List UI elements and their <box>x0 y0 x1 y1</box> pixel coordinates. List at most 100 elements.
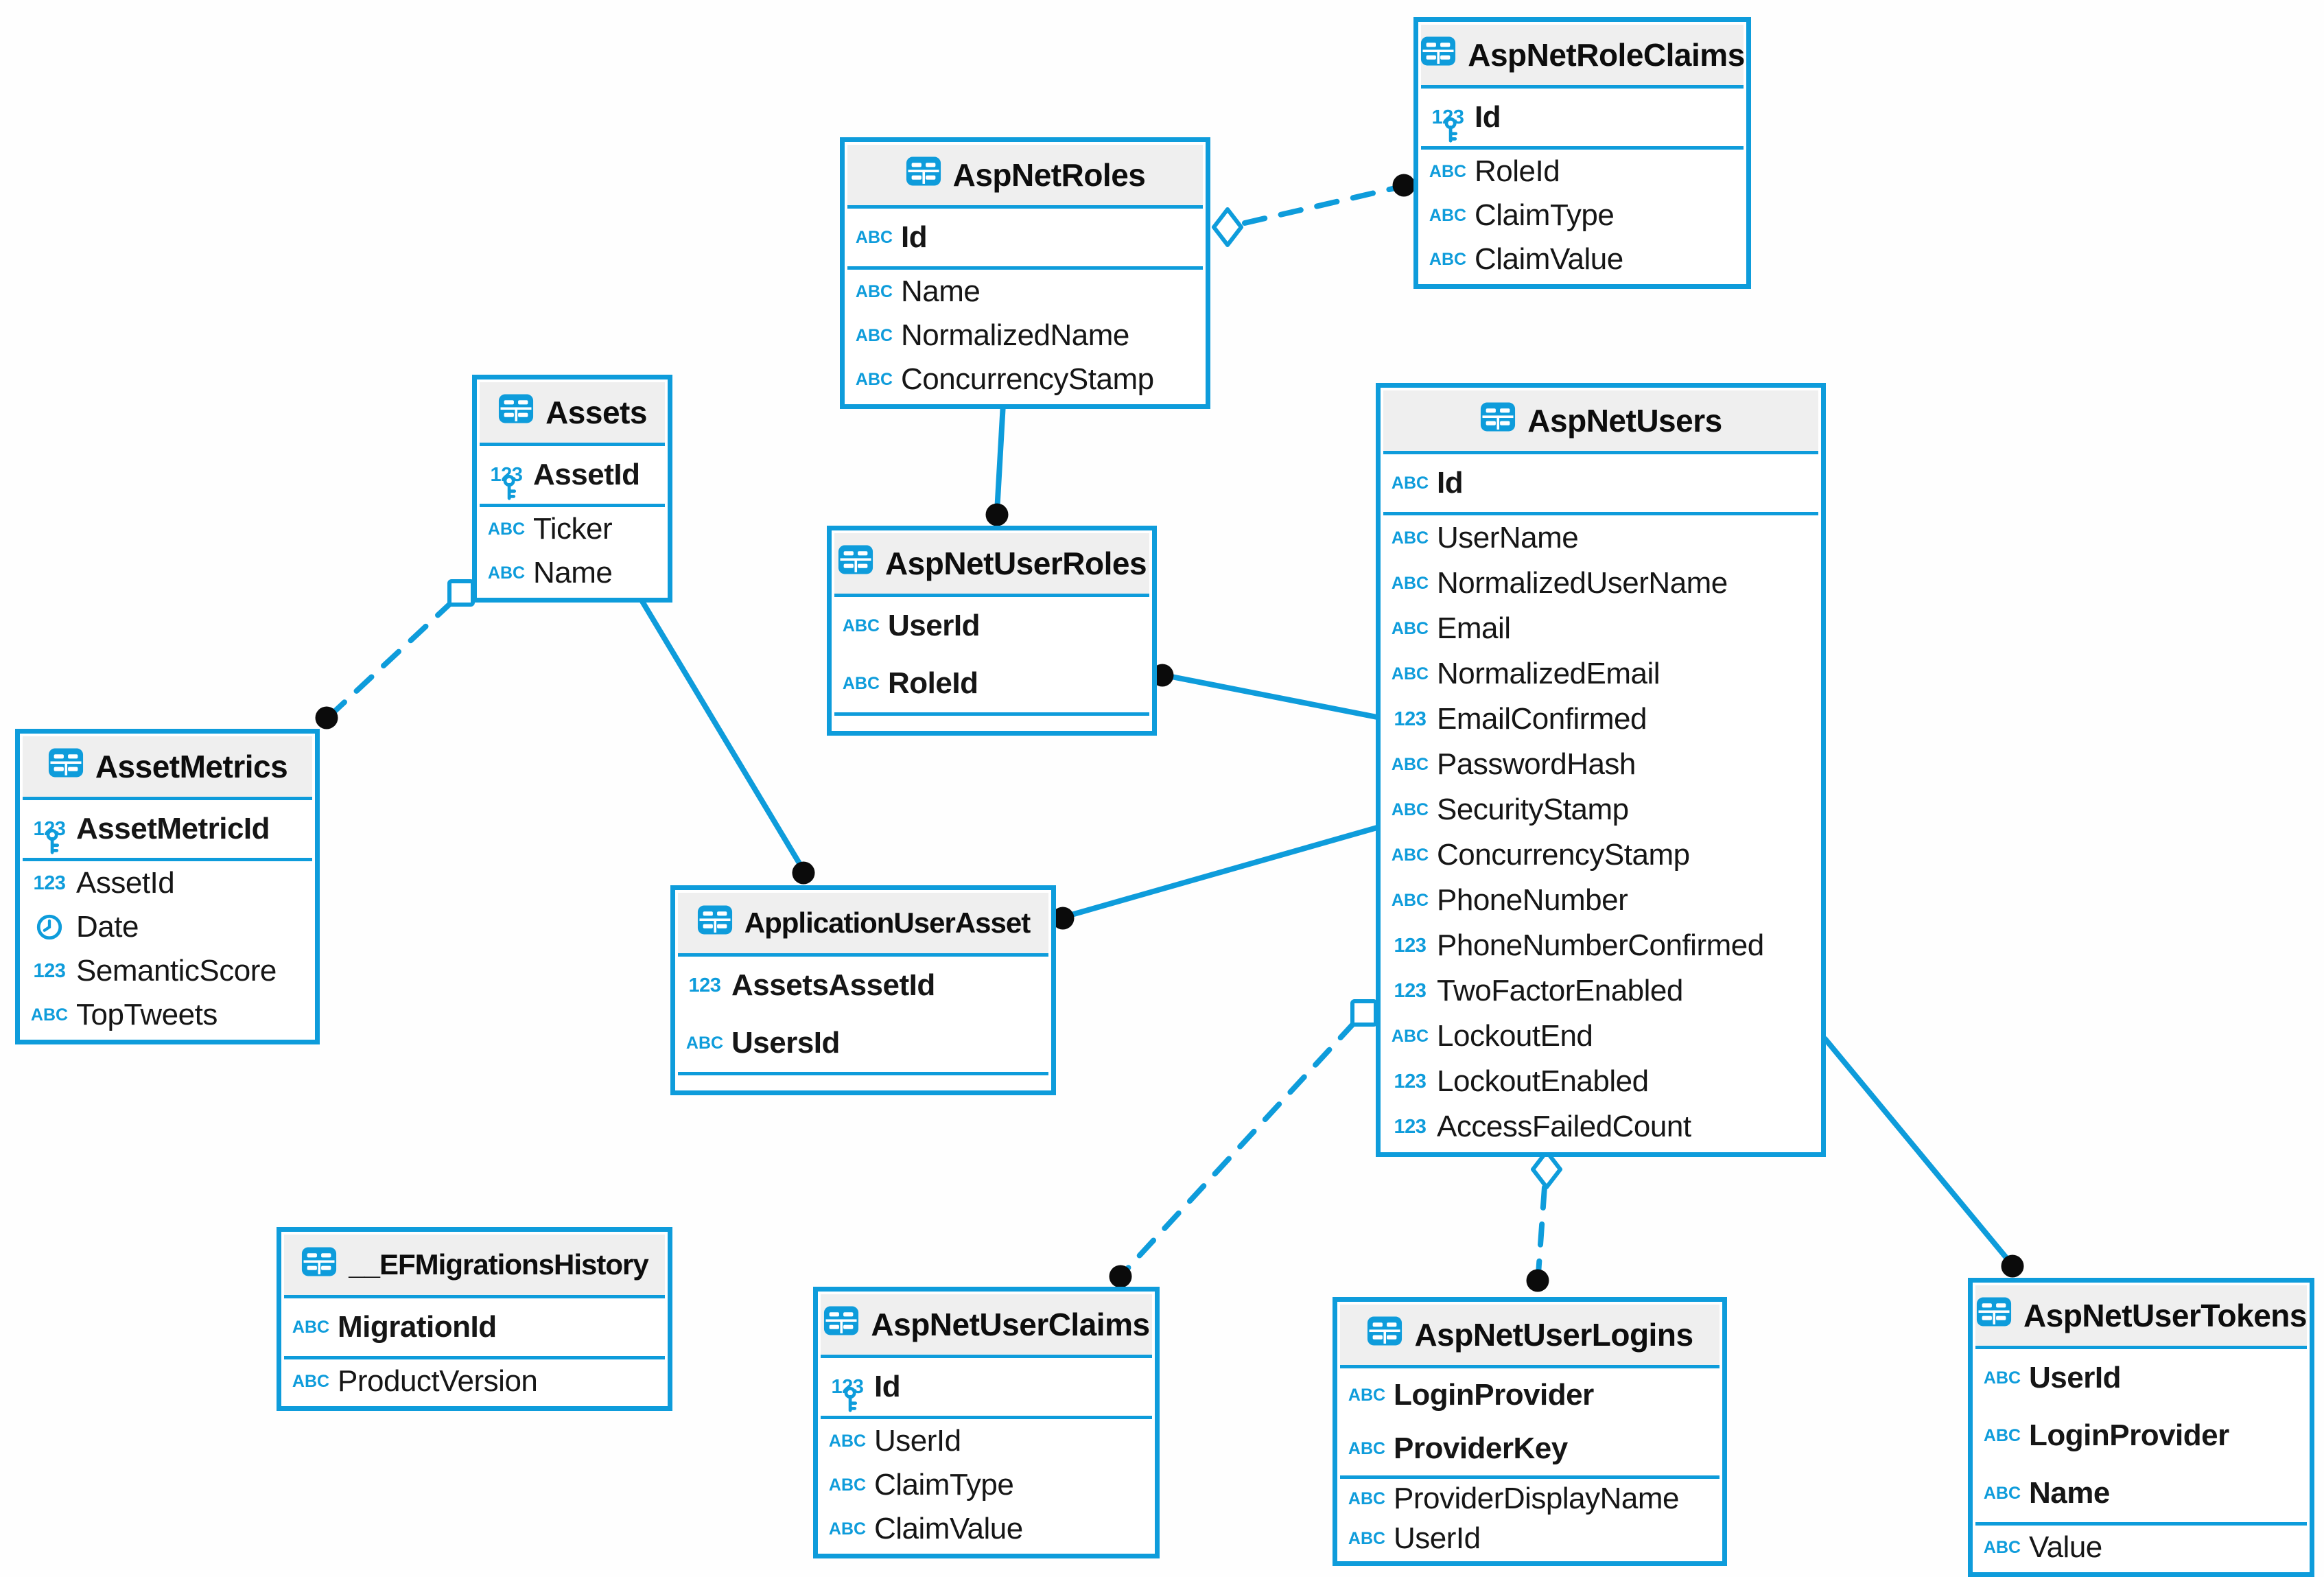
column-passwordhash[interactable]: ABC PasswordHash <box>1391 747 1636 781</box>
table-header[interactable]: AssetMetrics <box>23 736 312 797</box>
column-roleid[interactable]: ABC RoleId <box>1429 154 1560 188</box>
column-emailconfirmed[interactable]: 123 EmailConfirmed <box>1394 702 1647 736</box>
column-assetid[interactable]: 123 AssetId <box>480 446 665 504</box>
dot-endpoint <box>315 706 338 729</box>
column-claimvalue[interactable]: ABC ClaimValue <box>1429 242 1623 276</box>
table-header[interactable]: AspNetUserClaims <box>821 1294 1152 1355</box>
column-semanticscore[interactable]: 123 SemanticScore <box>33 954 277 988</box>
table-header[interactable]: Assets <box>480 382 665 443</box>
column-lockoutenabled[interactable]: 123 LockoutEnabled <box>1394 1064 1650 1098</box>
table-aspnetroleclaims[interactable]: AspNetRoleClaims 123 Id ABC RoleId ABC C… <box>1413 17 1751 289</box>
column-id[interactable]: 123 Id <box>821 1358 1152 1416</box>
column-normalizedusername[interactable]: ABC NormalizedUserName <box>1391 566 1728 600</box>
column-migrationid[interactable]: ABC MigrationId <box>292 1310 497 1344</box>
column-phonenumber[interactable]: ABC PhoneNumber <box>1391 883 1628 917</box>
table-__efmigrationshistory[interactable]: __EFMigrationsHistory ABC MigrationId AB… <box>277 1227 672 1411</box>
table-header[interactable]: AspNetRoles <box>847 145 1203 205</box>
table-header[interactable]: __EFMigrationsHistory <box>284 1235 665 1295</box>
columns-section: ABC Ticker ABC Name <box>480 504 665 595</box>
table-icon <box>905 156 942 194</box>
column-lockoutend[interactable]: ABC LockoutEnd <box>1391 1019 1593 1053</box>
column-productversion[interactable]: ABC ProductVersion <box>292 1364 538 1398</box>
column-id[interactable]: 123 Id <box>1421 89 1744 146</box>
table-assetmetrics[interactable]: AssetMetrics 123 AssetMetricId 123 Asset… <box>15 729 320 1044</box>
column-assetmetricid[interactable]: 123 AssetMetricId <box>23 800 312 858</box>
column-accessfailedcount[interactable]: 123 AccessFailedCount <box>1394 1110 1692 1143</box>
column-roleid[interactable]: ABC RoleId <box>842 666 978 700</box>
column-userid[interactable]: ABC UserId <box>842 609 981 642</box>
table-applicationuserasset[interactable]: ApplicationUserAsset 123 AssetsAssetId A… <box>670 885 1056 1095</box>
relation-aspnetroles-aspnetroleclaims[interactable] <box>1242 184 1404 226</box>
column-concurrencystamp[interactable]: ABC ConcurrencyStamp <box>855 362 1154 396</box>
table-header[interactable]: ApplicationUserAsset <box>678 893 1048 953</box>
table-icon <box>497 393 535 432</box>
table-header[interactable]: AspNetUserRoles <box>834 533 1149 594</box>
column-username[interactable]: ABC UserName <box>1391 521 1579 554</box>
number-type-icon: 123 <box>688 974 721 996</box>
table-aspnetuserclaims[interactable]: AspNetUserClaims 123 Id ABC UserId ABC C… <box>813 1287 1160 1558</box>
relation-aspnetroles-aspnetuserroles[interactable] <box>994 401 1006 515</box>
column-assetid[interactable]: 123 AssetId <box>33 866 175 900</box>
column-name[interactable]: ABC Name <box>855 274 981 308</box>
column-normalizedemail[interactable]: ABC NormalizedEmail <box>1391 657 1660 690</box>
column-loginprovider[interactable]: ABC LoginProvider <box>1983 1418 2229 1452</box>
table-icon <box>823 1305 860 1344</box>
table-assets[interactable]: Assets 123 AssetId ABC Ticker ABC Name <box>472 375 672 603</box>
table-aspnetusers[interactable]: AspNetUsers ABC Id ABC UserName ABC Norm… <box>1376 383 1826 1157</box>
table-title: AspNetRoles <box>952 157 1146 193</box>
column-name[interactable]: ABC Name <box>1983 1476 2110 1510</box>
text-type-icon: ABC <box>1391 618 1429 638</box>
column-phonenumberconfirmed[interactable]: 123 PhoneNumberConfirmed <box>1394 928 1765 962</box>
column-twofactorenabled[interactable]: 123 TwoFactorEnabled <box>1394 974 1684 1007</box>
text-type-icon: ABC <box>685 1033 724 1053</box>
column-value[interactable]: ABC Value <box>1983 1530 2102 1564</box>
column-userid[interactable]: ABC UserId <box>1983 1361 2122 1394</box>
relation-aspnetusers-aspnetuserlogins[interactable] <box>1536 1184 1547 1276</box>
table-aspnetuserroles[interactable]: AspNetUserRoles ABC UserId ABC RoleId <box>827 526 1157 736</box>
column-usersid[interactable]: ABC UsersId <box>685 1026 841 1060</box>
column-id[interactable]: ABC Id <box>855 220 928 254</box>
relation-assets-applicationuserasset[interactable] <box>636 593 806 873</box>
column-toptweets[interactable]: ABC TopTweets <box>30 998 218 1031</box>
column-claimtype[interactable]: ABC ClaimType <box>1429 198 1615 232</box>
columns-section: ABC Value <box>1975 1522 2307 1569</box>
table-header[interactable]: AspNetRoleClaims <box>1421 25 1745 85</box>
column-email[interactable]: ABC Email <box>1391 611 1511 645</box>
table-header[interactable]: AspNetUserTokens <box>1975 1285 2307 1346</box>
column-id[interactable]: ABC Id <box>1391 466 1464 500</box>
text-type-icon: ABC <box>1391 573 1429 593</box>
table-header[interactable]: AspNetUserLogins <box>1340 1305 1719 1365</box>
relation-assets-assetmetrics[interactable] <box>329 598 456 716</box>
relation-applicationuserasset-aspnetusers[interactable] <box>1061 825 1380 920</box>
table-aspnetuserlogins[interactable]: AspNetUserLogins ABC LoginProvider ABC P… <box>1333 1297 1727 1566</box>
relation-aspnetuserroles-aspnetusers[interactable] <box>1162 673 1380 720</box>
column-loginprovider[interactable]: ABC LoginProvider <box>1348 1378 1594 1412</box>
table-header[interactable]: AspNetUsers <box>1383 390 1818 451</box>
table-aspnetusertokens[interactable]: AspNetUserTokens ABC UserId ABC LoginPro… <box>1968 1278 2314 1577</box>
text-type-icon: ABC <box>1391 799 1429 819</box>
column-userid[interactable]: ABC UserId <box>828 1424 961 1458</box>
table-icon <box>696 904 733 942</box>
text-type-icon: ABC <box>1983 1483 2021 1503</box>
column-name[interactable]: ABC Name <box>487 556 613 589</box>
table-aspnetroles[interactable]: AspNetRoles ABC Id ABC Name ABC Normaliz… <box>840 137 1210 409</box>
column-assetsassetid[interactable]: 123 AssetsAssetId <box>688 968 936 1002</box>
relation-aspnetusers-aspnetusertokens[interactable] <box>1822 1036 2013 1265</box>
column-concurrencystamp[interactable]: ABC ConcurrencyStamp <box>1391 838 1690 872</box>
text-type-icon: ABC <box>842 673 880 693</box>
relation-aspnetusers-aspnetuserclaims[interactable] <box>1123 1020 1357 1274</box>
column-userid[interactable]: ABC UserId <box>1348 1521 1481 1555</box>
column-providerdisplayname[interactable]: ABC ProviderDisplayName <box>1348 1482 1680 1515</box>
primary-key-section: 123 AssetId <box>480 443 665 504</box>
column-claimtype[interactable]: ABC ClaimType <box>828 1468 1014 1502</box>
column-securitystamp[interactable]: ABC SecurityStamp <box>1391 793 1629 826</box>
column-ticker[interactable]: ABC Ticker <box>487 512 613 546</box>
text-type-icon: ABC <box>1429 161 1467 181</box>
column-date[interactable]: Date <box>23 905 312 949</box>
column-providerkey[interactable]: ABC ProviderKey <box>1348 1432 1568 1465</box>
column-claimvalue[interactable]: ABC ClaimValue <box>828 1512 1023 1545</box>
column-normalizedname[interactable]: ABC NormalizedName <box>855 318 1129 352</box>
primary-key-section: 123 AssetMetricId <box>23 797 312 858</box>
